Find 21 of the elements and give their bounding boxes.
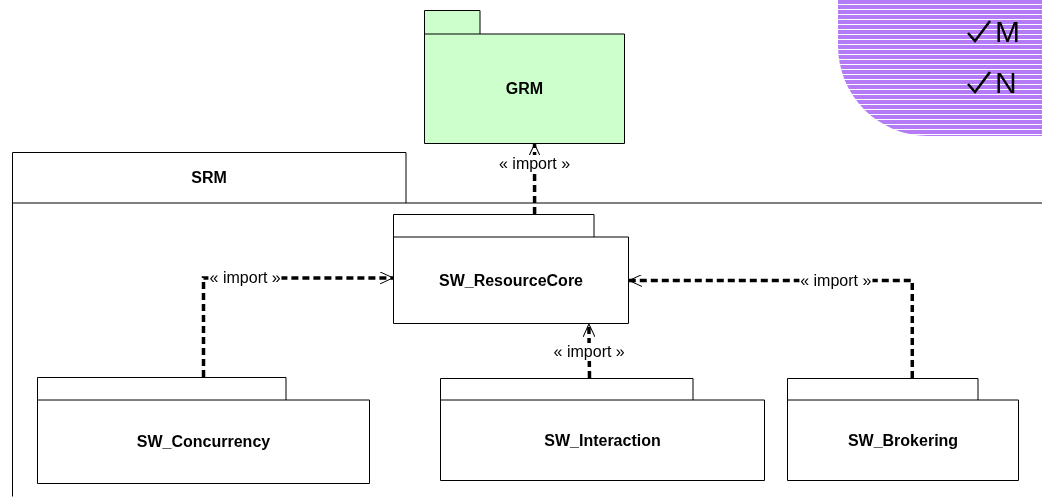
package-box (424, 10, 625, 144)
package-box (37, 377, 370, 484)
edge-label: « import » (208, 268, 282, 287)
import-arrow (582, 323, 596, 378)
package-name: GRM (505, 80, 544, 98)
edge-label: « import » (498, 155, 572, 174)
package-box (440, 378, 765, 481)
callout-shape (838, 0, 1042, 136)
package-frame (12, 152, 1042, 497)
edge-label: « import » (799, 271, 873, 290)
bullet-text: N (995, 67, 1017, 99)
package-name: SW_ResourceCore (438, 271, 583, 290)
package-name: SRM (191, 168, 227, 187)
bullet-text: M (995, 16, 1020, 48)
package-box (787, 378, 1019, 481)
package-name: SW_Interaction (544, 431, 661, 450)
import-arrow (528, 143, 542, 214)
package-name: SW_Brokering (847, 431, 959, 450)
edge-label: « import » (552, 343, 626, 362)
package-name: SW_Concurrency (136, 433, 271, 451)
package-box (393, 214, 629, 324)
